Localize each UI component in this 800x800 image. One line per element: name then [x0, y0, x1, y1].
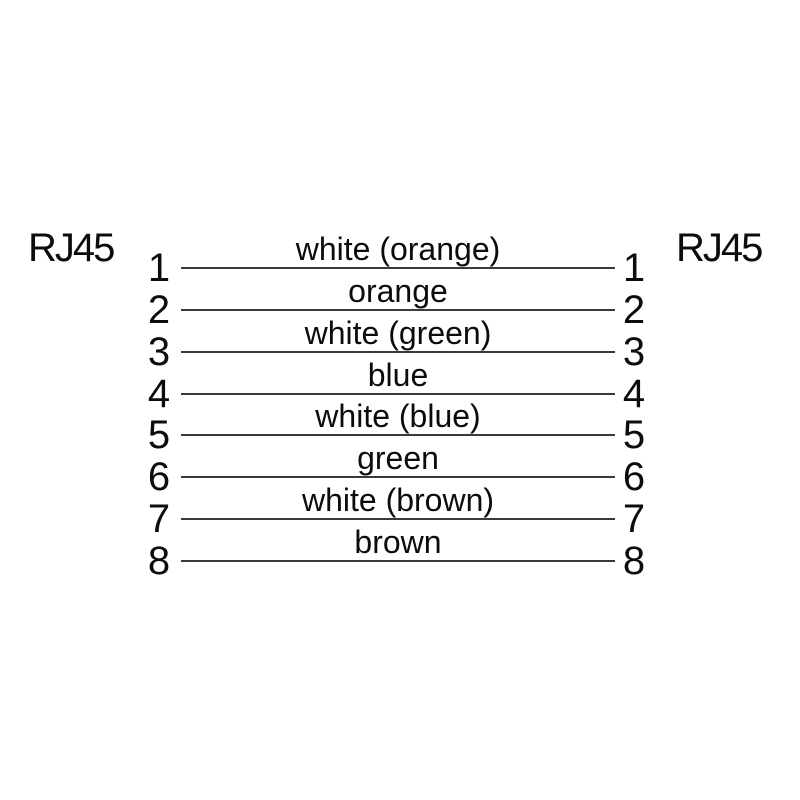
wire-row: 6 green 6 [0, 436, 800, 498]
pin-number-left: 7 [147, 497, 171, 542]
wire-row: 5 white (blue) 5 [0, 394, 800, 456]
connector-label-right: RJ45 [676, 226, 763, 270]
wire-color-label: white (green) [304, 314, 492, 351]
pin-number-right: 3 [622, 329, 646, 374]
wire-row: 1 white (orange) 1 [0, 227, 800, 289]
wire-color-label: white (blue) [315, 398, 481, 435]
wire-color-label: white (orange) [295, 231, 501, 267]
pin-number-right: 8 [622, 539, 646, 584]
wire-color-label: blue [367, 356, 429, 393]
pin-number-left: 4 [147, 371, 171, 416]
pin-number-left: 5 [147, 413, 171, 458]
wire-row: 8 brown 8 [0, 520, 800, 582]
wire-color-label: white (brown) [301, 482, 495, 519]
wire-line [181, 560, 615, 563]
wire-color-label: orange [348, 272, 448, 309]
pin-number-left: 3 [147, 329, 171, 374]
pin-number-left: 2 [147, 287, 171, 332]
wire-row: 2 orange 2 [0, 269, 800, 331]
wire-row: 7 white (brown) 7 [0, 478, 800, 540]
wire-line [181, 518, 615, 521]
wire-line [181, 476, 615, 479]
wire-line [181, 434, 615, 437]
pin-number-right: 2 [622, 287, 646, 332]
pin-number-right: 5 [622, 413, 646, 458]
wire-row: 4 blue 4 [0, 353, 800, 415]
pin-number-left: 6 [147, 455, 171, 500]
wire-line [181, 392, 615, 395]
pin-number-left: 1 [147, 246, 171, 290]
pin-number-right: 7 [622, 497, 646, 542]
wire-color-label: brown [354, 524, 442, 561]
pin-number-right: 6 [622, 455, 646, 500]
wire-line [181, 350, 615, 353]
wire-line [181, 267, 615, 269]
wire-color-label: green [357, 440, 439, 477]
wire-line [181, 308, 615, 311]
connector-label-left: RJ45 [28, 226, 115, 270]
pin-number-right: 4 [622, 371, 646, 416]
pin-number-left: 8 [147, 539, 171, 584]
pin-number-right: 1 [622, 246, 646, 290]
wire-row: 3 white (green) 3 [0, 311, 800, 373]
